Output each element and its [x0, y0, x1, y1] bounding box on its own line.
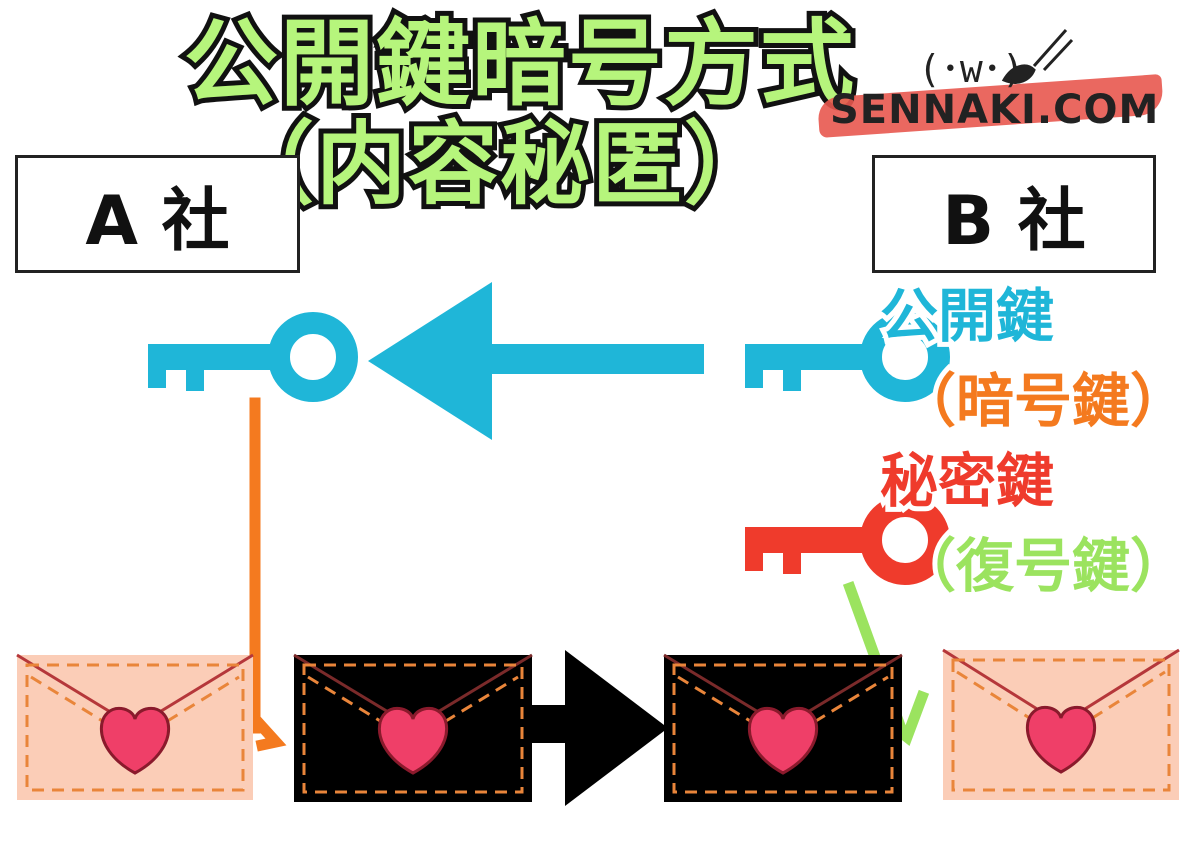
heart-icon — [1025, 706, 1097, 774]
title-line-1: 公開鍵暗号方式 — [179, 10, 859, 119]
heart-icon — [747, 707, 819, 775]
heart-icon — [377, 707, 449, 775]
company-a-box: A 社 — [15, 155, 300, 273]
public-key-label: 公開鍵 — [875, 282, 1059, 350]
site-logo: SENNAKI.COM — [808, 74, 1164, 138]
decryption-key-label: （復号鍵） — [893, 532, 1193, 600]
secret-key-label: 秘密鍵 — [875, 447, 1059, 515]
company-a-label: A 社 — [85, 181, 230, 261]
company-b-label: B 社 — [942, 181, 1086, 261]
arrow-left-icon — [368, 282, 704, 440]
logo-text: SENNAKI.COM — [830, 87, 1160, 133]
heart-icon — [99, 707, 171, 775]
logo-kaomoji: (･w･) — [918, 47, 1025, 91]
envelope-icon — [16, 653, 254, 800]
envelope-icon — [663, 653, 903, 802]
encryption-key-label: （暗号鍵） — [893, 367, 1193, 435]
company-b-box: B 社 — [872, 155, 1156, 273]
envelope-icon — [942, 648, 1180, 800]
title-line-2: （内容秘匿） — [219, 112, 779, 217]
public-key-icon — [745, 312, 950, 402]
play-arrow-icon — [525, 650, 668, 806]
envelope-icon — [293, 653, 533, 802]
public-key-icon — [148, 312, 358, 402]
brush-icon — [1001, 29, 1074, 84]
secret-key-icon — [745, 495, 950, 585]
